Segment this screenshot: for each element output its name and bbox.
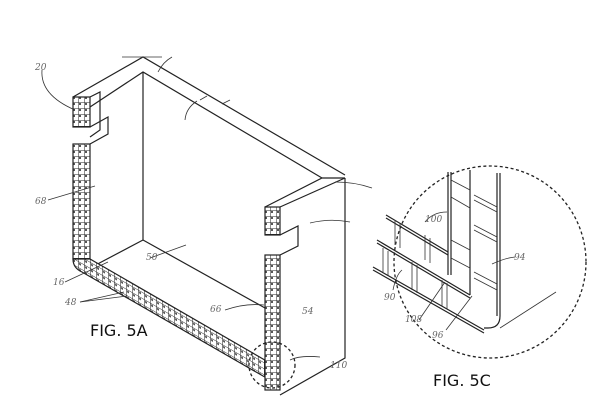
right-cap-block [264,206,281,236]
ref-54: 54 [302,307,314,317]
floor-slab [72,258,271,382]
ref-110: 110 [330,361,347,371]
detail-circle [393,165,587,359]
ref-94: 94 [514,253,526,263]
ref-50: 50 [146,253,158,263]
ref-108: 108 [405,315,422,325]
detail-circle-110 [248,341,296,389]
reference-numerals: 20 68 16 48 50 66 54 110 100 94 90 108 9… [34,63,526,371]
caption-fig-5a: FIG. 5A [90,321,148,340]
ref-66: 66 [210,305,222,315]
fig5c-leaders [392,211,516,331]
ref-100: 100 [425,215,442,225]
caption-fig-5c: FIG. 5C [433,371,491,390]
left-cap-block [72,96,91,128]
ref-90: 90 [384,293,396,303]
ref-96: 96 [432,331,444,341]
top-inner-edge [89,71,323,179]
right-post [264,254,281,391]
ref-20: 20 [34,63,47,73]
top-outer-edge [72,56,346,176]
right-outer-face [279,178,346,396]
ref-16: 16 [53,278,65,288]
fig5a-leaders [41,56,373,361]
ref-48: 48 [64,298,77,308]
fig5a-container [72,56,346,396]
left-wall [72,143,91,260]
ref-68: 68 [35,197,47,207]
fig5c-detail [372,165,587,359]
